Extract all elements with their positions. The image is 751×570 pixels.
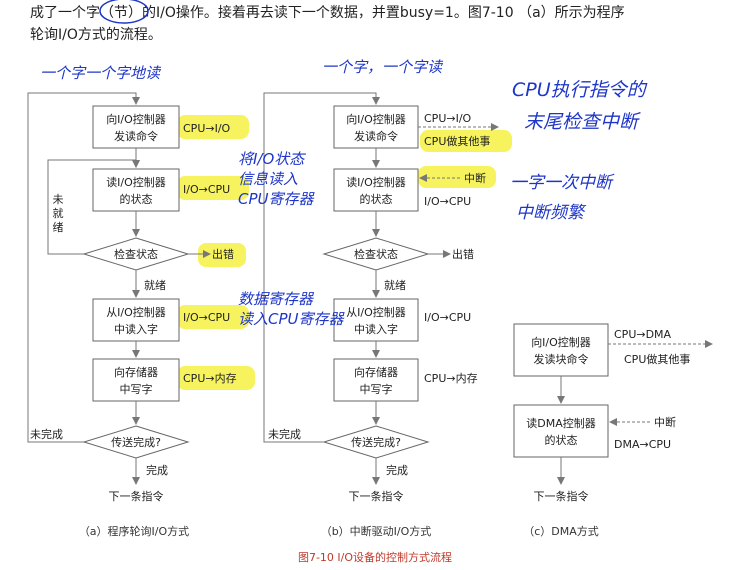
highlight	[177, 366, 255, 390]
note-cpu-io: CPU→I/O	[424, 112, 472, 125]
highlight	[177, 115, 249, 139]
caption-c: （c）DMA方式	[523, 524, 599, 538]
highlight	[177, 305, 249, 329]
box-text: 发读命令	[114, 129, 158, 143]
handwriting-status-2: 信息读入	[238, 170, 298, 188]
highlight	[420, 130, 512, 152]
handwriting-status-3: CPU寄存器	[238, 190, 315, 208]
decision-text: 传送完成?	[111, 435, 161, 449]
paragraph-line-2: 轮询I/O方式的流程。	[30, 27, 162, 43]
loop-arrow	[263, 92, 380, 443]
diagram-b: 向I/O控制器 发读命令 CPU→I/O CPU做其他事 读I/O控制器 的状态…	[263, 92, 512, 538]
ready-label: 就绪	[384, 278, 406, 292]
box-text: 读I/O控制器	[346, 175, 406, 189]
not-ready-label: 未	[53, 193, 64, 206]
next-instruction: 下一条指令	[534, 489, 589, 503]
box-text: 发读命令	[354, 129, 398, 143]
highlight	[177, 176, 249, 200]
box-read-word	[333, 298, 419, 342]
box-read-status	[92, 168, 180, 212]
note-cpu-other: CPU做其他事	[624, 352, 690, 366]
box-send-read	[333, 105, 419, 149]
caption-b: （b）中断驱动I/O方式	[321, 524, 432, 538]
not-done-label: 未完成	[268, 427, 301, 441]
loop-arrow	[27, 92, 140, 443]
box-text: 中读入字	[114, 322, 158, 336]
error-label: 出错	[452, 247, 474, 261]
decision-text: 检查状态	[114, 247, 158, 261]
handwriting-b-top: 一个字，一个字读	[322, 58, 444, 76]
note-cpu-io: CPU→I/O	[183, 122, 231, 135]
box-text: 读I/O控制器	[106, 175, 166, 189]
box-read-dma-status	[513, 404, 609, 458]
note-cpu-dma: CPU→DMA	[614, 328, 672, 341]
decision-text: 检查状态	[354, 247, 398, 261]
box-send-read	[92, 105, 180, 149]
circle-mark	[99, 0, 149, 24]
handwriting-irq-1: 一字一次中断	[510, 173, 615, 193]
highlight	[198, 243, 246, 267]
ready-label: 就绪	[144, 278, 166, 292]
note-io-cpu: I/O→CPU	[183, 311, 230, 324]
box-read-status	[333, 168, 419, 212]
box-text: 的状态	[360, 192, 393, 206]
figure-caption: 图7-10 I/O设备的控制方式流程	[298, 550, 452, 564]
not-ready-label: 绪	[53, 220, 64, 234]
note-cpu-mem: CPU→内存	[183, 371, 237, 385]
handwriting-data-1: 数据寄存器	[238, 290, 315, 308]
note-io-cpu: I/O→CPU	[183, 183, 230, 196]
handwritten-notes: 一个字一个字地读 一个字，一个字读 将I/O状态 信息读入 CPU寄存器 数据寄…	[40, 0, 648, 328]
note-cpu-mem: CPU→内存	[424, 371, 478, 385]
box-read-word	[92, 298, 180, 342]
box-text: 的状态	[545, 433, 578, 447]
done-label: 完成	[146, 463, 168, 477]
not-done-label: 未完成	[30, 427, 63, 441]
box-text: 中读入字	[354, 322, 398, 336]
note-io-cpu: I/O→CPU	[424, 195, 471, 208]
next-instruction: 下一条指令	[349, 489, 404, 503]
box-text: 向存储器	[114, 365, 158, 379]
diagram-a: 向I/O控制器 发读命令 CPU→I/O 读I/O控制器 的状态 I/O→CPU…	[27, 92, 255, 538]
box-text: 向I/O控制器	[531, 335, 591, 349]
handwriting-cpu-1: CPU执行指令的	[512, 79, 648, 101]
box-write-memory	[92, 358, 180, 402]
interrupt-label: 中断	[654, 415, 676, 429]
handwriting-status-1: 将I/O状态	[238, 150, 306, 168]
paragraph-line-1: 成了一个字（节）的I/O操作。接着再去读下一个数据，并置busy=1。图7-10…	[30, 5, 625, 21]
highlight	[418, 166, 496, 188]
box-text: 的状态	[120, 192, 153, 206]
handwriting-cpu-2: 末尾检查中断	[524, 111, 641, 133]
decision-text: 传送完成?	[351, 435, 401, 449]
box-text: 从I/O控制器	[346, 305, 406, 319]
done-label: 完成	[386, 463, 408, 477]
not-ready-label: 就	[53, 206, 64, 220]
box-text: 发读块命令	[534, 352, 589, 366]
note-dma-cpu: DMA→CPU	[614, 438, 671, 451]
interrupt-label: 中断	[464, 171, 486, 185]
box-send-block-read	[513, 323, 609, 377]
box-text: 向存储器	[354, 365, 398, 379]
caption-a: （a）程序轮询I/O方式	[79, 524, 189, 538]
note-io-cpu: I/O→CPU	[424, 311, 471, 324]
diagram-c: 向I/O控制器 发读块命令 CPU→DMA CPU做其他事 读DMA控制器 的状…	[513, 323, 713, 538]
box-text: 中写字	[360, 382, 393, 396]
next-instruction: 下一条指令	[109, 489, 164, 503]
handwriting-irq-2: 中断频繁	[516, 203, 587, 223]
error-label: 出错	[212, 247, 234, 261]
handwriting-a-top: 一个字一个字地读	[40, 64, 162, 82]
box-text: 向I/O控制器	[346, 112, 406, 126]
handwriting-data-2: 读入CPU寄存器	[238, 310, 345, 328]
box-text: 从I/O控制器	[106, 305, 166, 319]
note-cpu-other: CPU做其他事	[424, 134, 490, 148]
box-text: 读DMA控制器	[526, 416, 596, 430]
box-write-memory	[333, 358, 419, 402]
box-text: 向I/O控制器	[106, 112, 166, 126]
box-text: 中写字	[120, 382, 153, 396]
